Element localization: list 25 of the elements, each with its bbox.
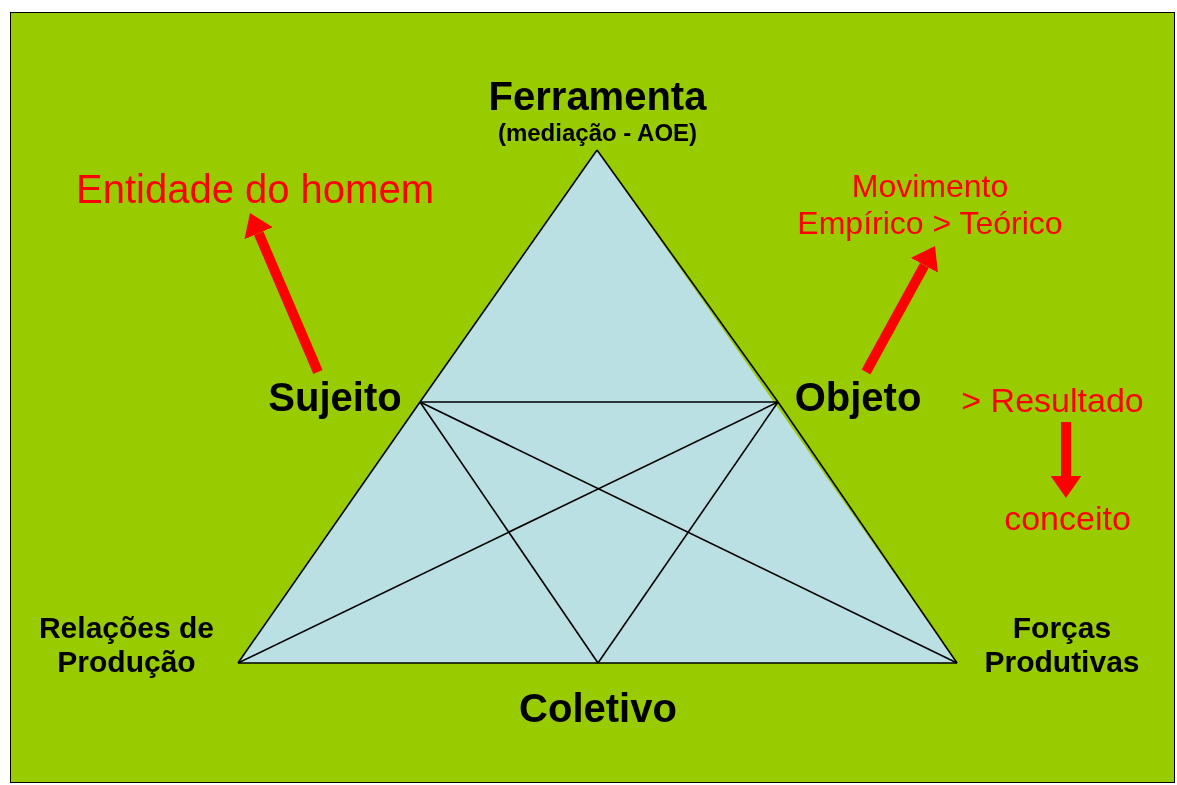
vertex-label: Coletivo: [519, 685, 677, 731]
vertex-label: Forças Produtivas: [983, 610, 1141, 680]
heading-text: Ferramenta: [487, 73, 708, 119]
connector-line: [237, 401, 779, 664]
arrow: [244, 213, 323, 374]
annotation-text: conceito: [1004, 499, 1131, 539]
connector-line: [777, 401, 958, 664]
connector-line: [597, 662, 958, 664]
annotation-text: Entidade do homem: [76, 166, 434, 212]
connector-line: [597, 401, 779, 664]
vertex-label: Relações de Produção: [37, 610, 216, 680]
connector-line: [419, 401, 599, 664]
arrow: [1050, 422, 1082, 498]
annotation-text: Movimento Empírico > Teórico: [796, 167, 1064, 242]
vertex-label: Objeto: [794, 374, 922, 420]
connector-line: [419, 149, 598, 403]
connector-line: [237, 662, 599, 664]
arrow: [861, 246, 938, 375]
connector-line: [237, 401, 421, 664]
subheading-text: (mediação - AOE): [496, 119, 699, 147]
vertex-label: Sujeito: [268, 374, 402, 420]
connector-line: [419, 401, 779, 403]
connector-line: [419, 401, 958, 664]
annotation-text: > Resultado: [961, 381, 1144, 421]
connector-line: [596, 149, 779, 403]
